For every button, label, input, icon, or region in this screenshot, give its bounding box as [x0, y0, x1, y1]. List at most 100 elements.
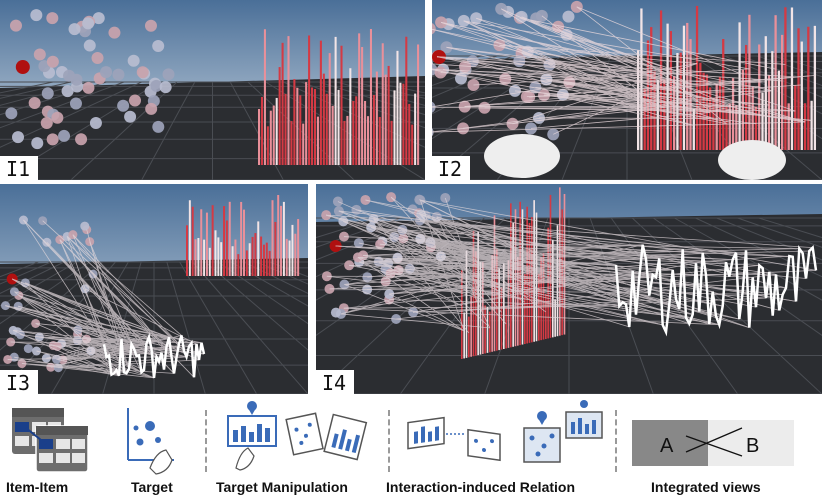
- data-point: [339, 279, 350, 290]
- bar: [311, 87, 314, 165]
- bar: [308, 35, 311, 165]
- bar: [800, 41, 803, 151]
- bar: [505, 307, 507, 349]
- bar: [188, 200, 191, 276]
- data-point: [127, 54, 140, 67]
- bar: [271, 200, 274, 276]
- data-point: [28, 96, 41, 109]
- bar: [372, 94, 375, 165]
- bar: [299, 95, 302, 165]
- panel-i3: I3: [0, 184, 308, 394]
- data-point: [12, 131, 25, 144]
- bar: [718, 76, 722, 150]
- data-point: [30, 9, 43, 22]
- data-point: [23, 344, 33, 354]
- scene-i2: [432, 0, 822, 180]
- bar: [722, 39, 725, 151]
- bar: [797, 28, 800, 150]
- legend-label-interaction-relation: Interaction-induced Relation: [386, 479, 576, 495]
- data-point: [41, 353, 51, 363]
- panel-i2: I2: [432, 0, 822, 180]
- bar: [470, 296, 472, 357]
- bar: [475, 251, 477, 356]
- bar: [305, 82, 308, 165]
- bar: [285, 238, 288, 276]
- data-point: [144, 19, 157, 32]
- bar: [191, 206, 194, 276]
- right-hand-icon: [718, 140, 786, 180]
- bar: [291, 224, 294, 276]
- bar: [294, 233, 297, 276]
- bar: [258, 108, 261, 165]
- bar: [781, 34, 784, 150]
- data-point: [6, 337, 16, 347]
- panel-label: I2: [432, 156, 471, 180]
- integrated-views-icon: A B: [632, 420, 794, 466]
- panel-label: I3: [0, 370, 39, 394]
- highlighted-data-point: [15, 60, 30, 74]
- data-point: [535, 9, 548, 22]
- data-point: [321, 271, 332, 282]
- bar: [282, 201, 285, 276]
- data-point: [360, 194, 371, 205]
- separator: [388, 410, 390, 472]
- data-point: [69, 97, 82, 110]
- bar: [787, 103, 790, 150]
- bar: [526, 206, 528, 344]
- bar: [496, 249, 498, 351]
- data-point: [459, 60, 472, 73]
- bar: [402, 83, 405, 165]
- bar: [387, 65, 390, 165]
- bar: [277, 195, 280, 276]
- bar: [322, 73, 325, 165]
- bar: [297, 219, 300, 276]
- data-point: [150, 79, 163, 92]
- data-point: [75, 133, 88, 146]
- bar: [337, 89, 340, 165]
- bar: [211, 205, 214, 276]
- panel-label: I4: [316, 370, 355, 394]
- bar: [491, 255, 493, 352]
- data-point: [162, 68, 175, 81]
- bar: [200, 209, 203, 276]
- bar: [358, 33, 361, 165]
- integrated-label-a: A: [660, 435, 674, 457]
- data-point: [63, 69, 76, 82]
- bar: [186, 225, 188, 276]
- bar: [293, 79, 296, 165]
- bar: [461, 270, 463, 359]
- bar: [393, 90, 396, 165]
- bar: [771, 51, 774, 151]
- bar: [284, 93, 287, 165]
- bar: [731, 78, 735, 150]
- bar: [637, 50, 640, 150]
- bar: [316, 116, 319, 165]
- bar: [260, 236, 263, 276]
- bar: [313, 89, 317, 165]
- bar: [302, 123, 305, 165]
- bar: [260, 96, 264, 165]
- data-point: [33, 48, 46, 61]
- bar: [265, 242, 268, 276]
- bar: [340, 45, 343, 166]
- data-point: [129, 94, 142, 107]
- data-point: [538, 89, 551, 102]
- data-point: [46, 133, 59, 146]
- bar: [745, 44, 748, 150]
- bar: [352, 101, 355, 165]
- bar: [405, 36, 408, 166]
- bar: [807, 26, 810, 151]
- bar: [220, 242, 223, 276]
- bar: [366, 116, 370, 165]
- bar: [331, 105, 334, 165]
- bar: [758, 44, 761, 151]
- data-point: [152, 40, 165, 53]
- bar: [263, 29, 266, 166]
- data-point: [41, 87, 54, 100]
- bar: [699, 62, 702, 151]
- legend-icons: A B: [12, 400, 794, 475]
- bar: [328, 53, 331, 165]
- bar: [384, 74, 387, 165]
- bar: [524, 273, 526, 344]
- bar: [268, 250, 271, 276]
